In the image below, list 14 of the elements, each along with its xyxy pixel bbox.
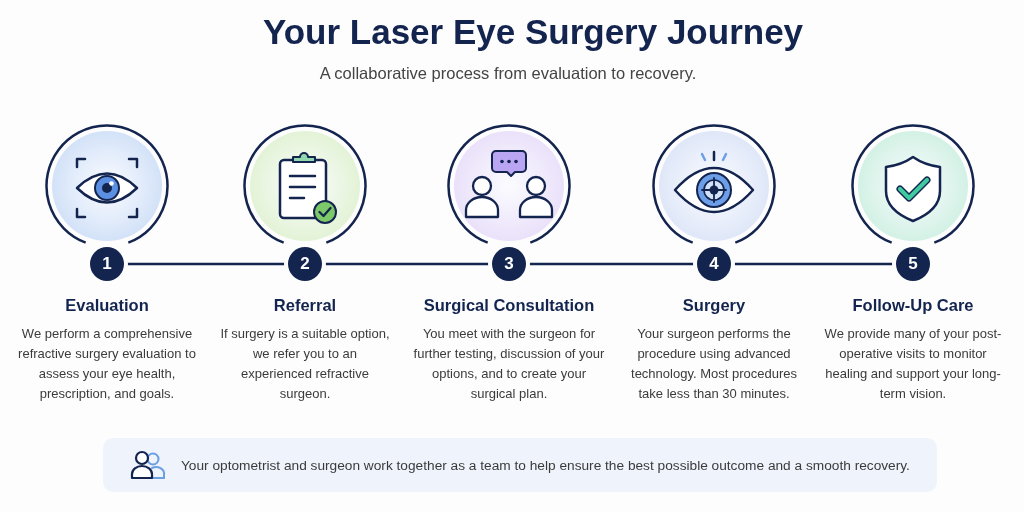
step-description: You meet with the surgeon for further testing, discussion of your options, and to create your surgical plan. bbox=[413, 325, 605, 403]
step-description: We perform a comprehensive refractive surgery evaluation to assess your eye health, prescription, and goals. bbox=[17, 325, 197, 403]
step-heading: Surgical Consultation bbox=[423, 296, 595, 315]
subtitle: A collaborative process from evaluation to recovery. bbox=[319, 64, 697, 83]
step-heading: Referral bbox=[273, 296, 337, 315]
note-text: Your optometrist and surgeon work together as a team to help ensure the best possible outcome and a smooth recovery. bbox=[181, 457, 910, 473]
step-description: We provide many of your post-operative visits to monitor healing and support your long-term vision. bbox=[823, 325, 1003, 403]
step-description: Your surgeon performs the procedure using advanced technology. Most procedures take less than 30 minutes. bbox=[630, 325, 798, 403]
title: Your Laser Eye Surgery Journey bbox=[262, 12, 804, 52]
step-heading: Evaluation bbox=[65, 296, 149, 315]
step-description: If surgery is a suitable option, we refer you to an experienced refractive surgeon. bbox=[219, 325, 391, 403]
note-panel bbox=[103, 438, 937, 492]
step-heading: Surgery bbox=[682, 296, 746, 315]
step-heading: Follow-Up Care bbox=[852, 296, 974, 315]
